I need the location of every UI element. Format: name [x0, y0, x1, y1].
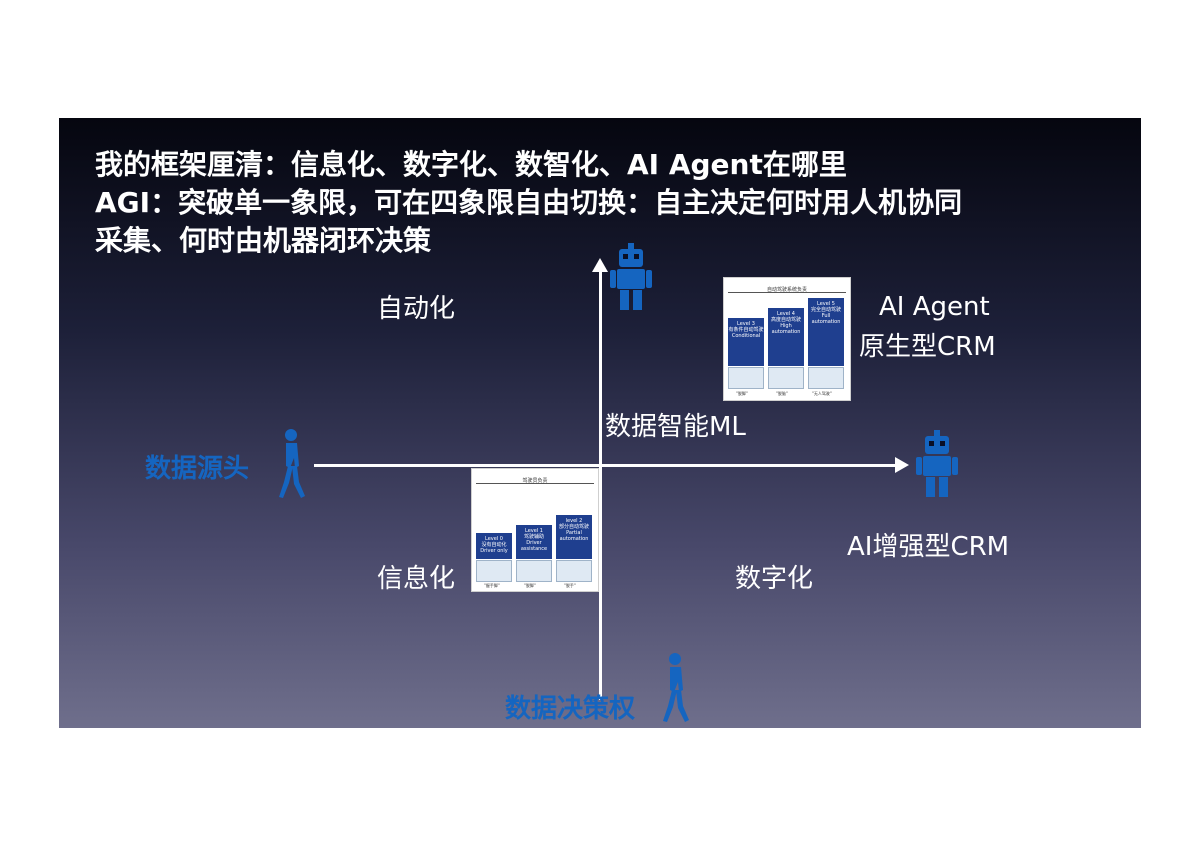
- level-cn: 有条件自动驾驶: [728, 327, 764, 333]
- car-seat-image: [808, 367, 844, 389]
- quadrant-top-right-label-2: 原生型CRM: [859, 332, 996, 362]
- level-bar: Level 0 没有自动化 Driver only: [476, 533, 512, 559]
- title-line-3: 采集、何时由机器闭环决策: [95, 224, 432, 257]
- car-seat-image: [476, 560, 512, 582]
- level-bar: Level 3 有条件自动驾驶 Conditional: [728, 318, 764, 366]
- robot-icon: [609, 243, 653, 311]
- level-name: Level 4: [777, 311, 795, 317]
- level-en: Conditional: [731, 333, 761, 339]
- driving-levels-thumbnail-top: 自动驾驶系统负责 Level 3 有条件自动驾驶 Conditional Lev…: [723, 277, 851, 401]
- level-cn: 部分自动驾驶: [558, 524, 589, 530]
- level-bar: level 2 部分自动驾驶 Partial automation: [556, 515, 592, 559]
- car-seat-image: [728, 367, 764, 389]
- thumbnail-header: 自动驾驶系统负责: [766, 287, 807, 293]
- car-seat-image: [556, 560, 592, 582]
- quadrant-top-left-label: 自动化: [377, 294, 456, 324]
- level-cn: 没有自动化: [481, 542, 507, 548]
- level-cn: 完全自动驾驶: [810, 307, 841, 313]
- level-foot: "无人驾驶": [812, 391, 832, 396]
- level-en: Driver only: [480, 548, 508, 554]
- car-seat-image: [516, 560, 552, 582]
- car-seat-image: [768, 367, 804, 389]
- level-en: High automation: [771, 323, 801, 335]
- quadrant-bottom-left-label: 信息化: [377, 564, 456, 594]
- level-name: Level 3: [737, 321, 755, 327]
- level-foot: "脱脚": [736, 391, 748, 396]
- level-name: Level 1: [525, 528, 543, 534]
- thumbnail-header: 驾驶员负责: [522, 478, 548, 484]
- level-name: Level 5: [817, 301, 835, 307]
- level-name: Level 0: [485, 536, 503, 542]
- level-en: Driver assistance: [520, 540, 548, 552]
- quadrant-top-right-label-1: AI Agent: [879, 292, 990, 322]
- level-en: Partial automation: [559, 530, 589, 542]
- right-middle-label: AI增强型CRM: [847, 532, 1010, 562]
- center-label: 数据智能ML: [605, 412, 746, 442]
- level-bar: Level 1 驾驶辅助 Driver assistance: [516, 525, 552, 559]
- title-line-2: AGI：突破单一象限，可在四象限自由切换：自主决定何时用人机协同: [95, 186, 963, 219]
- y-axis-arrow: [592, 258, 608, 272]
- quadrant-bottom-right-label: 数字化: [735, 564, 814, 594]
- x-axis-label: 数据源头: [145, 454, 250, 484]
- title-line-1: 我的框架厘清：信息化、数字化、数智化、AI Agent在哪里: [95, 148, 847, 181]
- walking-person-icon: [277, 428, 307, 500]
- y-axis-label: 数据决策权: [505, 694, 636, 724]
- level-foot: "脱脚": [524, 583, 536, 588]
- slide: 我的框架厘清：信息化、数字化、数智化、AI Agent在哪里 AGI：突破单一象…: [59, 118, 1141, 728]
- level-foot: "脱手": [564, 583, 576, 588]
- x-axis: [314, 464, 897, 467]
- walking-person-icon: [661, 652, 691, 724]
- y-axis: [599, 270, 602, 700]
- x-axis-arrow: [895, 457, 909, 473]
- driving-levels-thumbnail-bottom: 驾驶员负责 Level 0 没有自动化 Driver only Level 1 …: [471, 468, 599, 592]
- level-name: level 2: [565, 518, 583, 524]
- level-bar: Level 4 高度自动驾驶 High automation: [768, 308, 804, 366]
- robot-icon: [915, 430, 959, 498]
- level-foot: "脱脑": [776, 391, 788, 396]
- level-cn: 驾驶辅助: [523, 534, 544, 540]
- level-cn: 高度自动驾驶: [770, 317, 801, 323]
- level-en: Full automation: [811, 313, 841, 325]
- level-foot: "握手脚": [484, 583, 500, 588]
- level-bar: Level 5 完全自动驾驶 Full automation: [808, 298, 844, 366]
